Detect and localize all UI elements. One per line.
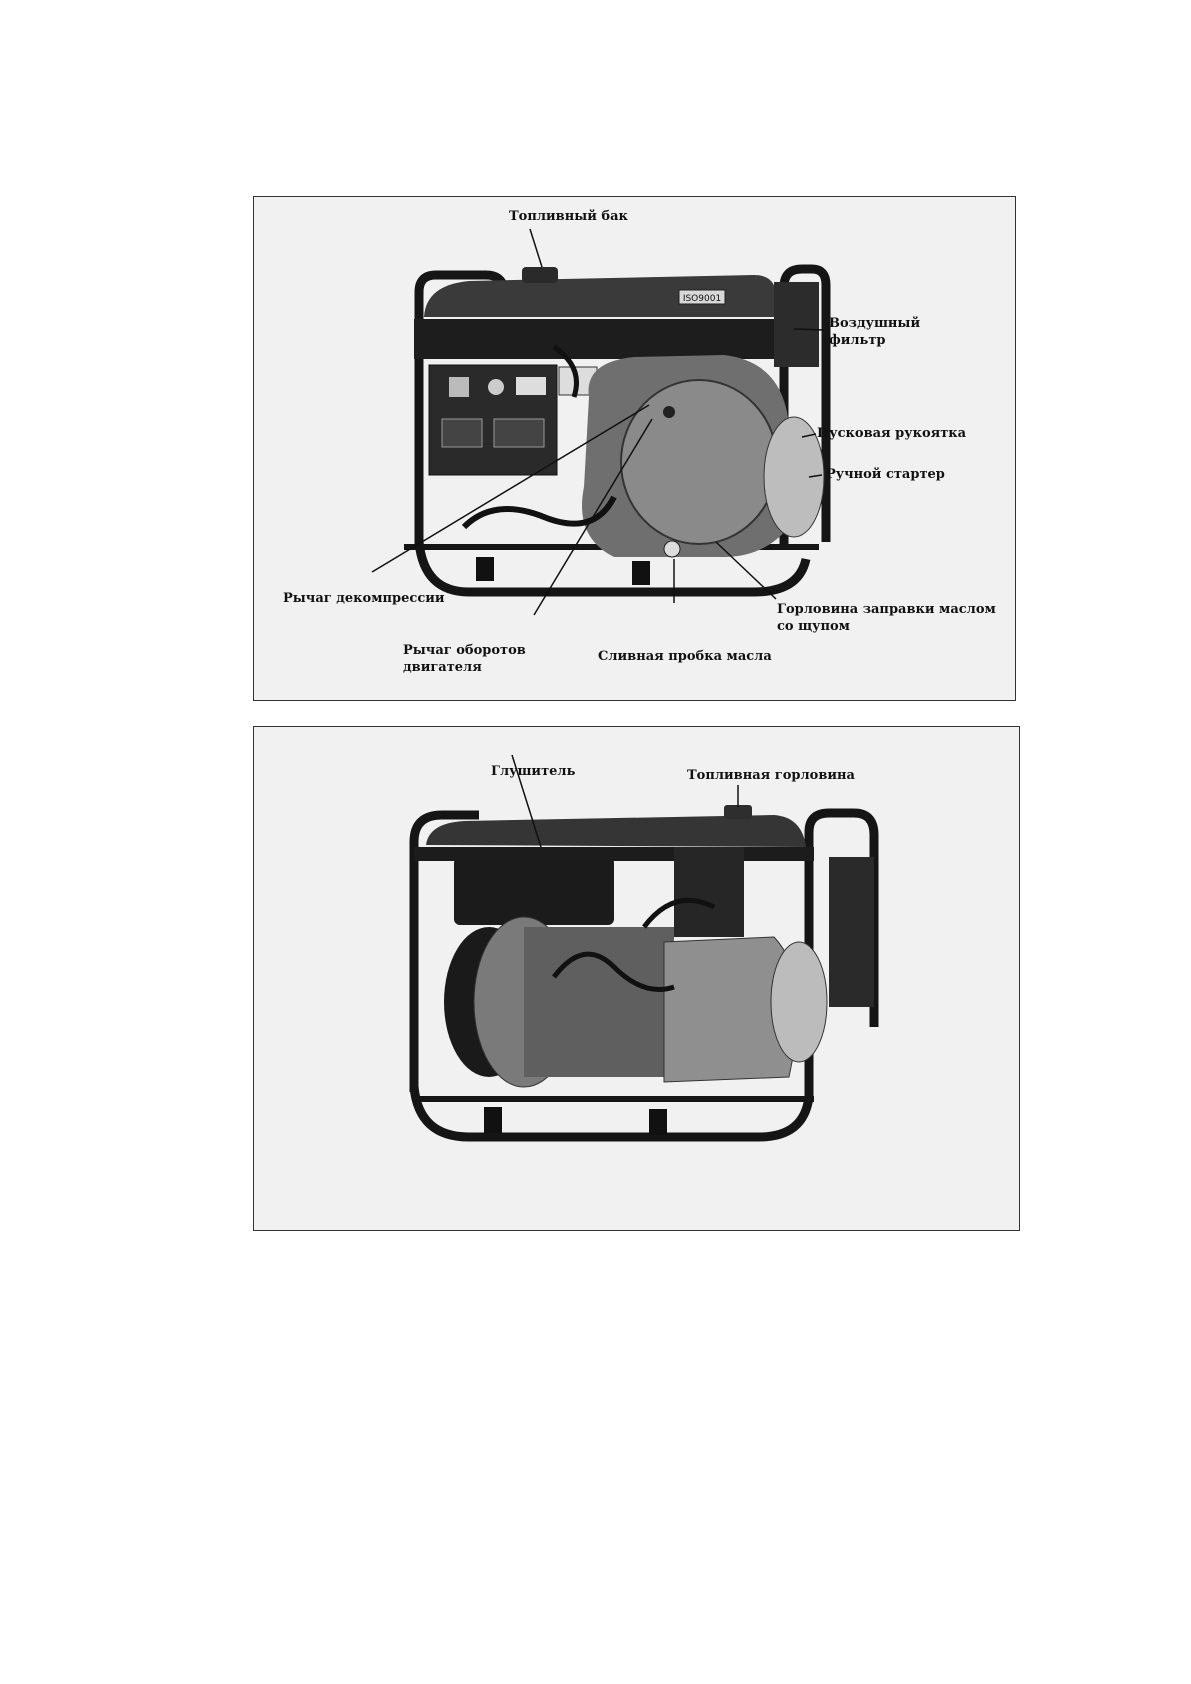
label-manual-starter: Ручной стартер [826,467,945,482]
frame-base-tube [414,541,811,597]
label-speed-lever: Рычаг оборотов двигателя [403,643,526,675]
fuel-filler-neck-shape [724,805,752,819]
frame-base-tube [409,1086,814,1142]
diagram-panel-front: ISO9001 Топливный бак [253,196,1016,701]
fuel-tank-cap [522,267,558,283]
label-oil-filler: Горловина заправки маслом со щупом [777,602,996,634]
air-filter-housing [774,282,819,367]
label-muffler: Глушитель [491,764,576,779]
label-fuel-filler-neck: Топливная горловина [687,768,855,783]
frame-tube-right [779,264,831,547]
leader-lines [371,228,825,616]
fuel-tank [424,275,776,317]
oil-drain-plug-shape [663,540,681,558]
label-fuel-tank: Топливный бак [509,209,628,224]
leader-lines [511,754,739,848]
iso-nameplate: ISO9001 [683,294,721,304]
generator-front-illustration: ISO9001 [371,228,831,616]
tank-band [414,319,784,359]
label-air-filter: Воздушный фильтр [829,316,921,348]
fuel-tank [426,815,806,847]
label-start-handle: Пусковая рукоятка [817,426,967,441]
generator-rear-illustration [409,754,879,1142]
label-oil-drain-plug: Сливная пробка масла [598,649,772,664]
muffler-shape [454,857,614,925]
engine-cover [620,379,778,545]
frame-tube-right [804,808,879,1097]
frame-tube-left [409,810,479,1092]
manual-starter-drum [763,416,825,538]
diagram-panel-rear: Глушитель Топливная горловина [253,726,1020,1231]
label-decompression-lever: Рычаг декомпрессии [283,591,445,606]
